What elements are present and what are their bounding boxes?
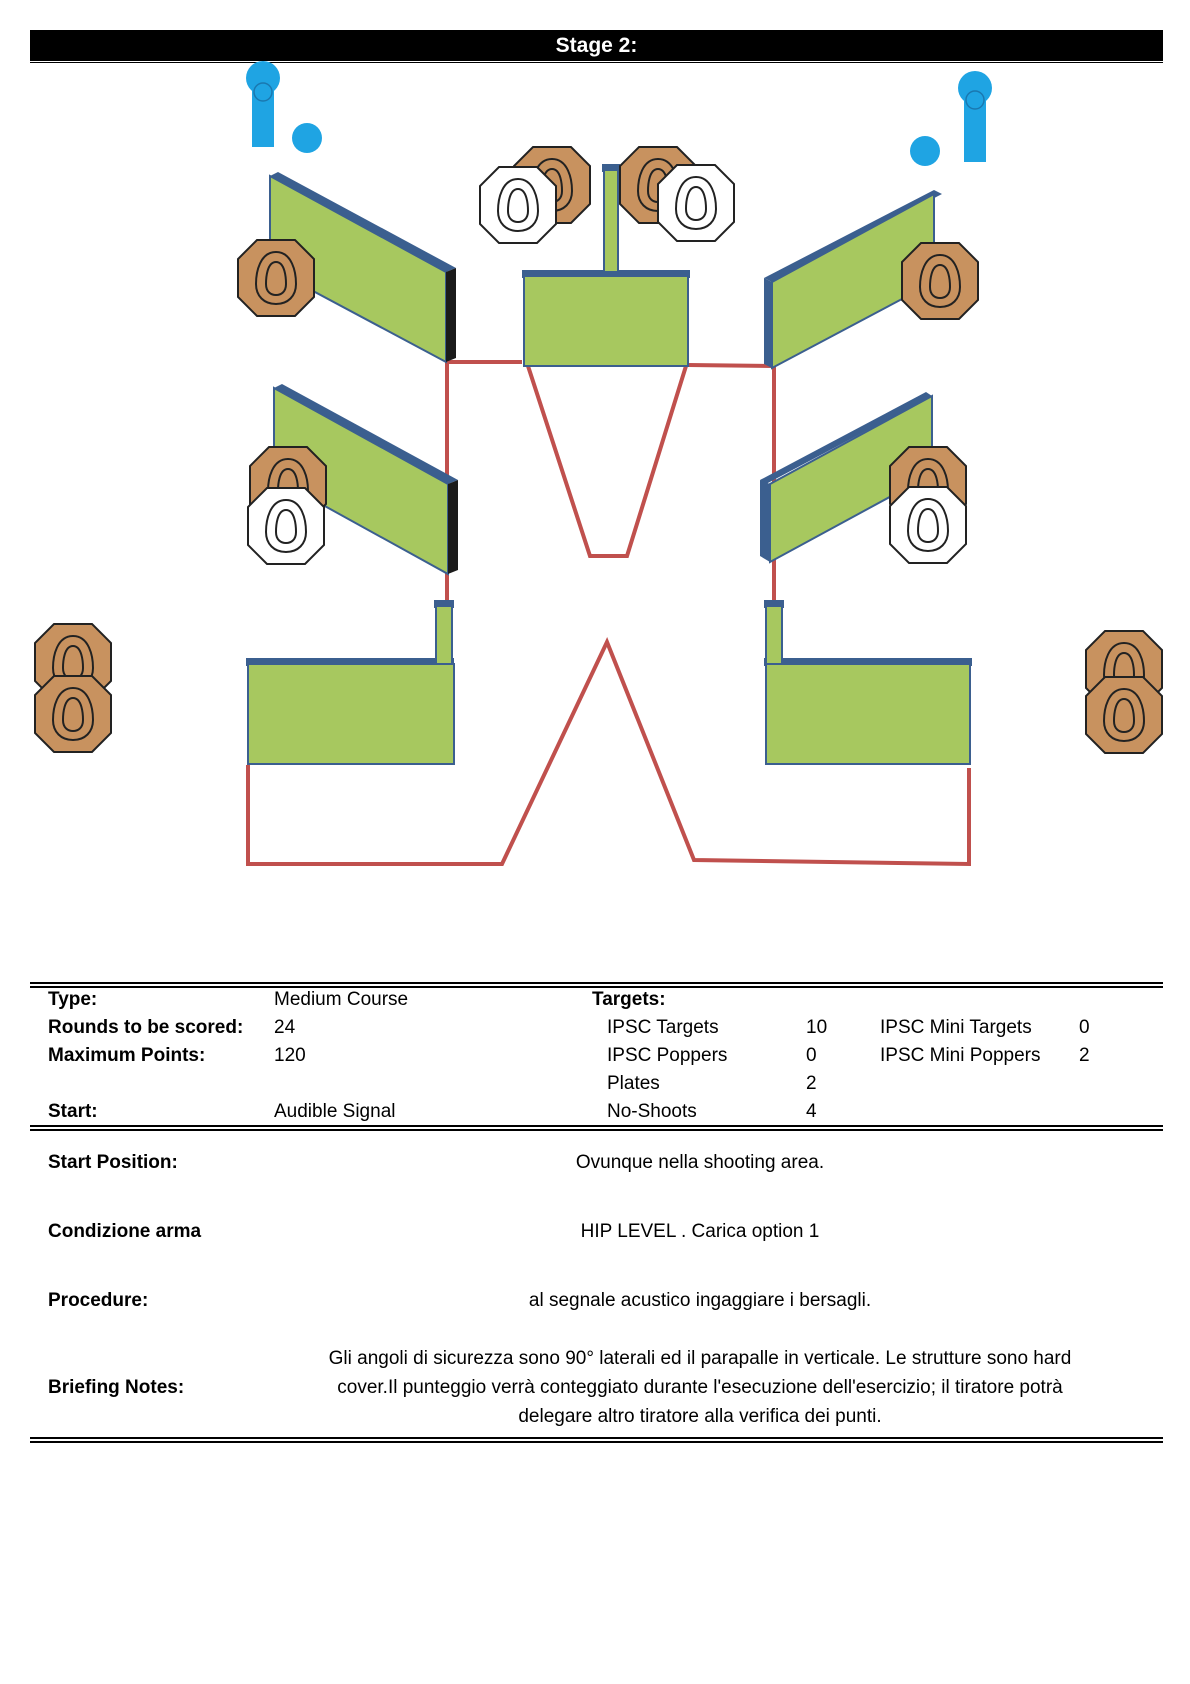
target-count-value: 2 (806, 1073, 817, 1094)
mini-target-value: 2 (1079, 1045, 1090, 1066)
target-count-label: IPSC Poppers (607, 1045, 728, 1066)
fault-line-bottom (246, 636, 971, 867)
briefing-notes-label: Briefing Notes: (48, 1377, 185, 1398)
mini-target-value: 0 (1079, 1017, 1090, 1038)
fault-line-top-right (687, 363, 775, 368)
stage-diagram (34, 61, 1163, 867)
fault-line-center-funnel (526, 365, 688, 558)
start-position-label: Start Position: (48, 1152, 178, 1173)
briefing-notes-line: Gli angoli di sicurezza sono 90° lateral… (328, 1348, 1072, 1369)
rounds-label: Rounds to be scored: (48, 1017, 244, 1038)
targets-label: Targets: (592, 989, 666, 1010)
info-mid-rule (30, 1125, 1163, 1131)
paper-target (901, 242, 979, 320)
wall-bottom-left (247, 663, 455, 765)
paper-target (34, 675, 112, 753)
briefing-notes-line: delegare altro tiratore alla verifica de… (518, 1406, 882, 1427)
wall-center (523, 275, 689, 367)
info-bottom-rule (30, 1437, 1163, 1443)
procedure-label: Procedure: (48, 1290, 149, 1311)
rounds-value: 24 (274, 1017, 296, 1038)
no-shoot-target (247, 487, 325, 565)
type-label: Type: (48, 989, 98, 1010)
type-value: Medium Course (274, 989, 409, 1010)
right-steel-plate (910, 136, 940, 166)
mini-target-label: IPSC Mini Poppers (880, 1045, 1041, 1066)
stage-title: Stage 2: (30, 30, 1163, 61)
weapon-condition-value: HIP LEVEL . Carica option 1 (580, 1221, 820, 1242)
start-position-value: Ovunque nella shooting area. (575, 1152, 825, 1173)
paper-target (237, 239, 315, 317)
post-bottom-left (435, 605, 453, 665)
target-count-value: 4 (806, 1101, 817, 1122)
no-shoot-target (889, 486, 967, 564)
max-points-value: 120 (274, 1045, 306, 1066)
start-value: Audible Signal (274, 1101, 396, 1122)
target-count-value: 10 (806, 1017, 828, 1038)
target-count-value: 0 (806, 1045, 817, 1066)
left-steel-plate (292, 123, 322, 153)
briefing-notes-line: cover.Il punteggio verrà conteggiato dur… (337, 1377, 1063, 1398)
center-post (603, 169, 619, 273)
target-count-label: IPSC Targets (607, 1017, 719, 1038)
max-points-label: Maximum Points: (48, 1045, 206, 1066)
procedure-value: al segnale acustico ingaggiare i bersagl… (528, 1290, 872, 1311)
weapon-condition-label: Condizione arma (48, 1221, 202, 1242)
walls (246, 164, 972, 765)
left-mini-popper (246, 61, 280, 147)
right-mini-popper (958, 71, 992, 162)
start-label: Start: (48, 1101, 98, 1122)
no-shoot-target (479, 166, 557, 244)
paper-target (1085, 676, 1163, 754)
target-count-label: Plates (607, 1073, 660, 1094)
target-count-label: No-Shoots (607, 1101, 697, 1122)
post-bottom-right (765, 605, 783, 665)
wall-bottom-right (765, 663, 971, 765)
info-top-rule (30, 982, 1163, 988)
mini-target-label: IPSC Mini Targets (880, 1017, 1032, 1038)
title-rule (30, 62, 1163, 63)
no-shoot-target (657, 164, 735, 242)
